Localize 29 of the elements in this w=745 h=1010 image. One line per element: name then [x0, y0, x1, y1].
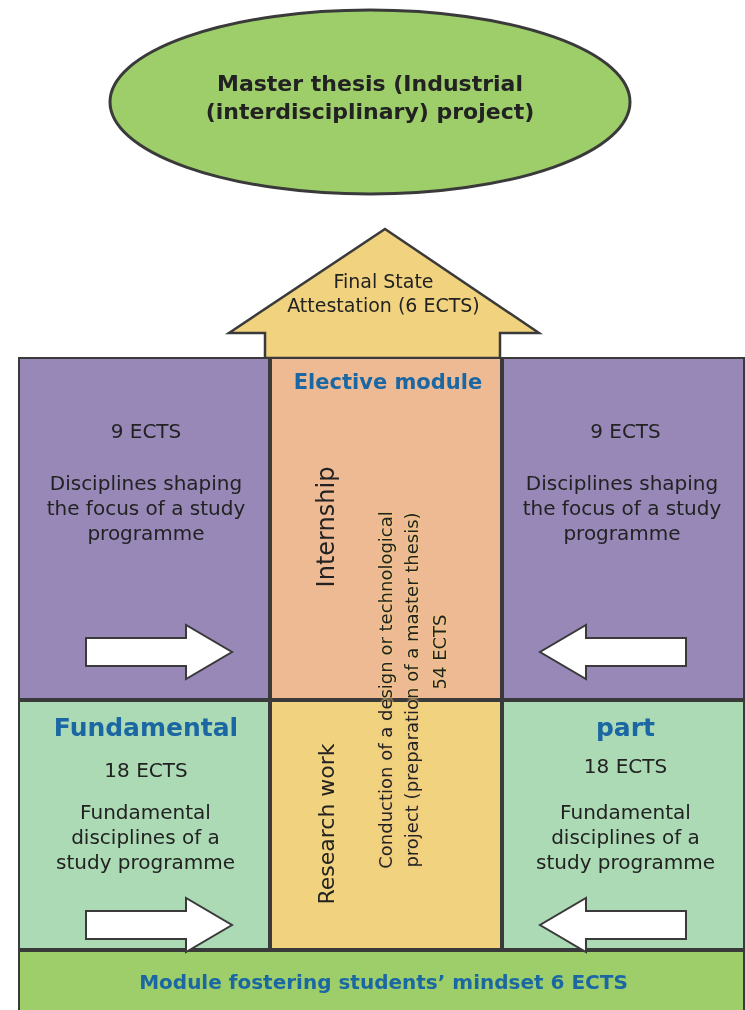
node-text: Fundamental disciplines of a study programme [535, 800, 716, 875]
thesis-ellipse [108, 8, 632, 196]
module-box [18, 700, 270, 950]
module-box [18, 357, 270, 700]
block-arrow [85, 896, 234, 954]
node-text: 18 ECTS [582, 754, 669, 779]
vertical-label: 54 ECTS [428, 613, 451, 692]
node-text: 18 ECTS [103, 758, 189, 783]
node-text: Fundamental disciplines of a study programme [55, 800, 236, 875]
node-text: 9 ECTS [109, 419, 183, 444]
vertical-label: Internship [310, 466, 341, 588]
module-box [502, 700, 745, 950]
node-text: Disciplines shaping the focus of a study programme [521, 471, 723, 546]
module-box [502, 357, 745, 700]
vertical-label: Research work [312, 743, 340, 905]
node-text: Master thesis (Industrial (interdisciplinary) project) [204, 70, 536, 125]
node-text: Disciplines shaping the focus of a study programme [45, 471, 247, 546]
node-text: 9 ECTS [589, 419, 662, 444]
block-arrow [85, 623, 234, 681]
vertical-label: Conduction of a design or technological project (preparation of a master thesis) [374, 510, 423, 871]
module-bar [18, 950, 745, 1010]
node-text: Final State Attestation (6 ECTS) [286, 270, 481, 318]
attestation-arrow-shape [228, 228, 540, 357]
block-arrow [538, 896, 687, 954]
block-arrow [538, 623, 687, 681]
heading-text: Elective module [292, 369, 484, 396]
heading-text: Fundamental [52, 712, 240, 744]
heading-text: Module fostering students’ mindset 6 ECTS [138, 970, 629, 995]
heading-text: part [594, 712, 656, 744]
